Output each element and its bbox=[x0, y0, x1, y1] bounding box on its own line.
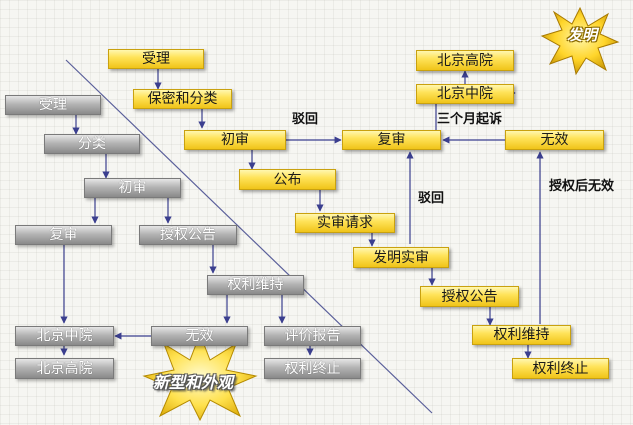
node-inv-shishen-qingqiu: 实审请求 bbox=[295, 213, 395, 233]
node-inv-quanli-zhongzhi: 权利终止 bbox=[512, 358, 609, 379]
node-inv-beijing-gaoyuan: 北京高院 bbox=[416, 50, 514, 71]
invention-title: 发明 bbox=[566, 26, 597, 44]
node-inv-beijing-zhongyuan: 北京中院 bbox=[416, 84, 514, 104]
node-des-beijing-gaoyuan: 北京高院 bbox=[15, 358, 114, 379]
label-bohui-1: 驳回 bbox=[292, 112, 319, 127]
label-sangeyue-qisu: 三个月起诉 bbox=[437, 112, 503, 127]
design-title: 新型和外观 bbox=[152, 373, 233, 392]
node-des-chushen: 初审 bbox=[84, 178, 181, 198]
node-des-quanli-zhongzhi: 权利终止 bbox=[264, 358, 361, 379]
design-star-icon bbox=[142, 332, 258, 422]
label-bohui-2: 驳回 bbox=[418, 191, 445, 206]
node-inv-quanli-weichi: 权利维持 bbox=[472, 325, 571, 345]
node-des-shouli: 受理 bbox=[5, 95, 101, 115]
node-inv-wuxiao: 无效 bbox=[505, 130, 604, 150]
node-inv-gongbu: 公布 bbox=[239, 169, 336, 190]
invention-star-icon bbox=[540, 6, 620, 76]
node-inv-fushen: 复审 bbox=[342, 130, 441, 150]
divider-line bbox=[65, 59, 433, 414]
node-des-quanli-weichi: 权利维持 bbox=[207, 275, 304, 295]
node-inv-shouli: 受理 bbox=[108, 49, 204, 69]
node-des-shouquan-gonggao: 授权公告 bbox=[139, 225, 237, 245]
node-inv-shouquan-gonggao: 授权公告 bbox=[420, 286, 519, 307]
node-des-pingjia-baogao: 评价报告 bbox=[264, 326, 361, 346]
label-shouquanhou-wuxiao: 授权后无效 bbox=[549, 179, 615, 194]
node-des-fenlei: 分类 bbox=[44, 134, 140, 154]
node-des-wuxiao: 无效 bbox=[151, 326, 248, 346]
node-inv-chushen: 初审 bbox=[184, 130, 286, 150]
node-des-fushen: 复审 bbox=[15, 225, 112, 245]
node-inv-faming-shishen: 发明实审 bbox=[353, 247, 449, 268]
node-inv-baomi: 保密和分类 bbox=[133, 89, 232, 109]
node-des-beijing-zhongyuan: 北京中院 bbox=[15, 326, 114, 346]
